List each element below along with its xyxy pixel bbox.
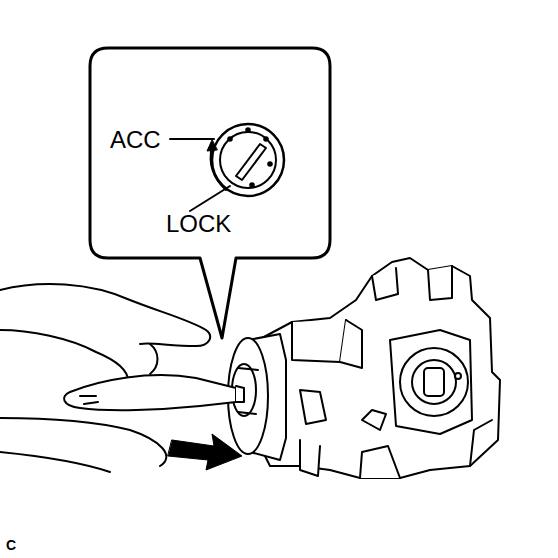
steering-lock-housing: [262, 258, 500, 478]
position-label: LOCK: [166, 212, 231, 236]
position-label: ACC: [110, 128, 161, 152]
callout-balloon: [90, 48, 330, 338]
figure-id: C: [6, 538, 16, 552]
rotation-arrowhead: [207, 140, 217, 151]
key-cylinder-face: [212, 124, 284, 196]
insertion-arrow: [168, 434, 242, 470]
key-cylinder: [228, 334, 286, 460]
hand-with-key: [0, 284, 244, 472]
acc-leader: [170, 138, 214, 140]
lock-leader: [190, 186, 230, 211]
rotation-arrow: [211, 146, 226, 190]
